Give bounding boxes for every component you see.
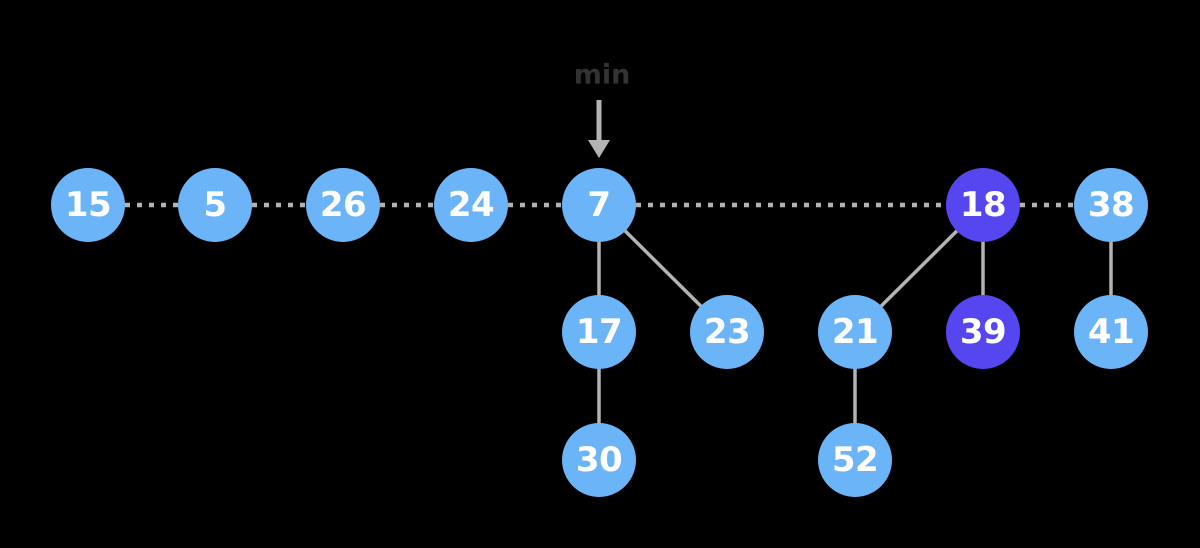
heap-node-7[interactable]: 7 xyxy=(562,168,636,242)
min-pointer-label: min xyxy=(573,59,631,91)
heap-node-label: 30 xyxy=(575,440,623,480)
heap-node-5[interactable]: 5 xyxy=(178,168,252,242)
child-edge-18-21 xyxy=(878,228,960,309)
heap-node-17[interactable]: 17 xyxy=(562,295,636,369)
heap-node-52[interactable]: 52 xyxy=(818,423,892,497)
heap-node-24[interactable]: 24 xyxy=(434,168,508,242)
heap-node-label: 41 xyxy=(1087,312,1135,352)
heap-node-30[interactable]: 30 xyxy=(562,423,636,497)
heap-node-15[interactable]: 15 xyxy=(51,168,125,242)
heap-node-18[interactable]: 18 xyxy=(946,168,1020,242)
heap-node-23[interactable]: 23 xyxy=(690,295,764,369)
heap-node-38[interactable]: 38 xyxy=(1074,168,1148,242)
child-edge-7-23 xyxy=(622,228,704,309)
heap-node-label: 52 xyxy=(831,440,879,480)
heap-node-39[interactable]: 39 xyxy=(946,295,1020,369)
heap-node-label: 7 xyxy=(587,185,611,225)
heap-node-label: 5 xyxy=(203,185,227,225)
heap-node-26[interactable]: 26 xyxy=(306,168,380,242)
heap-node-label: 39 xyxy=(959,312,1007,352)
heap-node-21[interactable]: 21 xyxy=(818,295,892,369)
heap-node-label: 17 xyxy=(575,312,623,352)
heap-node-label: 15 xyxy=(64,185,112,225)
min-arrow-head xyxy=(588,140,610,158)
heap-node-41[interactable]: 41 xyxy=(1074,295,1148,369)
heap-node-label: 23 xyxy=(703,312,751,352)
heap-node-label: 26 xyxy=(319,185,367,225)
heap-node-label: 21 xyxy=(831,312,879,352)
heap-node-label: 18 xyxy=(959,185,1007,225)
heap-node-label: 38 xyxy=(1087,185,1135,225)
heap-node-label: 24 xyxy=(447,185,495,225)
